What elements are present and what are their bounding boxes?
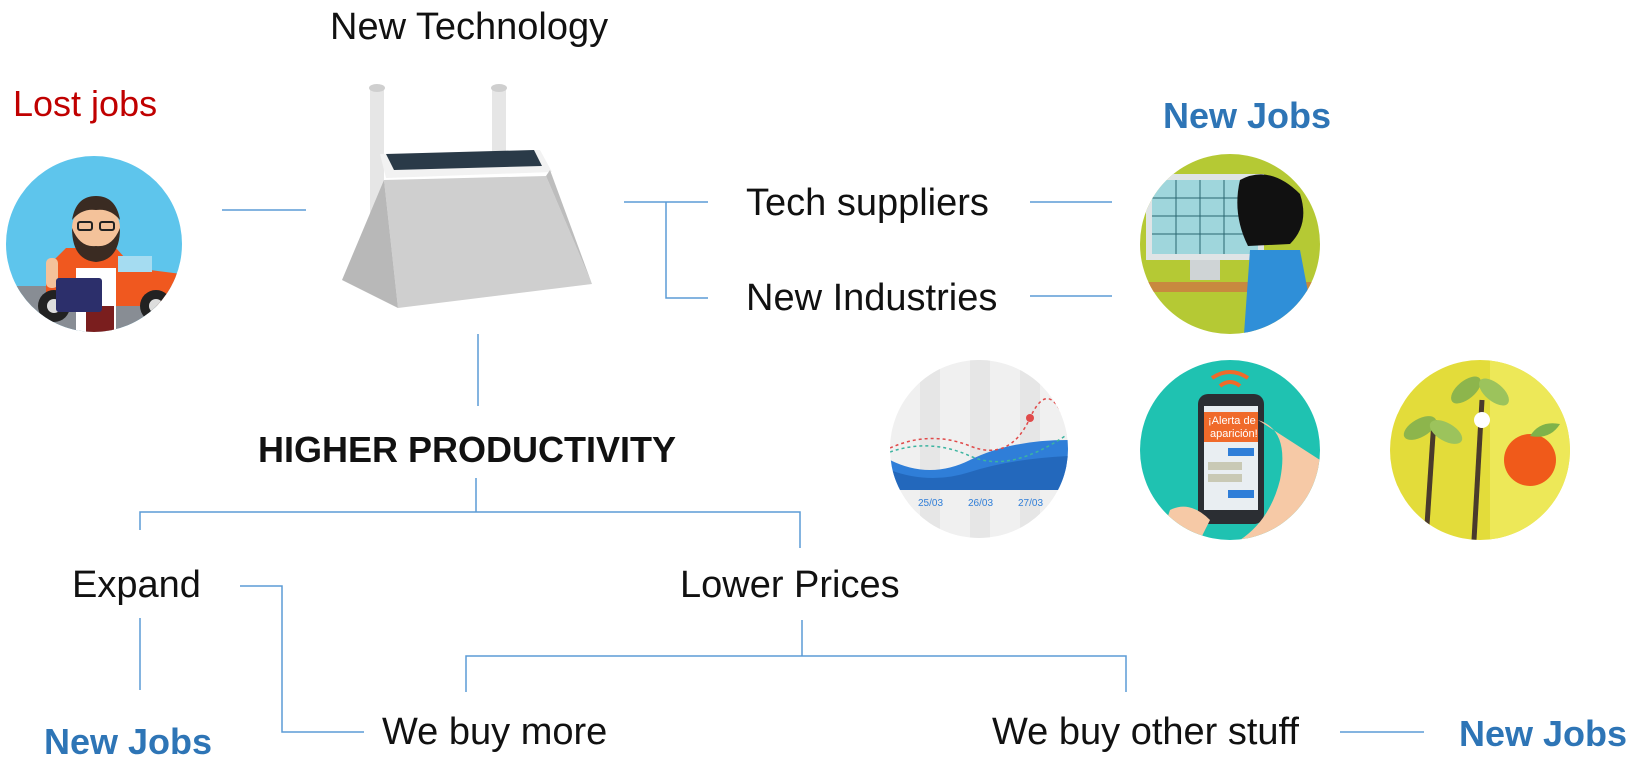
connector-tech-vertical xyxy=(665,202,708,299)
chart-date-label: 27/03 xyxy=(1018,498,1043,509)
phone-alert-illustration: ¡Alerta de aparición! xyxy=(1140,360,1320,540)
expand-label: Expand xyxy=(72,564,201,606)
new-industries-label: New Industries xyxy=(746,277,998,319)
connector-productivity-branch xyxy=(139,511,801,548)
new-jobs-label-bottom-left: New Jobs xyxy=(44,721,213,762)
plants-fruit-illustration xyxy=(1390,360,1570,540)
new-technology-machine-illustration xyxy=(336,80,612,320)
we-buy-other-stuff-label: We buy other stuff xyxy=(992,711,1299,753)
new-jobs-label-top: New Jobs xyxy=(1163,95,1332,136)
tech-suppliers-label: Tech suppliers xyxy=(746,182,989,224)
we-buy-more-label: We buy more xyxy=(382,711,608,753)
connector-lower-prices-branch xyxy=(465,655,1127,692)
lower-prices-label: Lower Prices xyxy=(680,564,900,606)
lost-jobs-worker-illustration xyxy=(6,156,182,332)
phone-alert-text-line1: ¡Alerta de xyxy=(1208,415,1256,427)
chart-date-label: 26/03 xyxy=(968,498,993,509)
lost-jobs-label: Lost jobs xyxy=(13,83,158,124)
forecast-chart-illustration: 25/03 26/03 27/03 xyxy=(890,360,1068,538)
higher-productivity-label: HIGHER PRODUCTIVITY xyxy=(258,429,677,470)
new-technology-label: New Technology xyxy=(330,6,609,48)
chart-date-label: 25/03 xyxy=(918,498,943,509)
new-jobs-computer-worker-illustration xyxy=(1140,154,1320,334)
connector-expand-to-buy-more xyxy=(240,585,364,733)
phone-alert-text-line2: aparición! xyxy=(1210,428,1258,440)
new-jobs-label-bottom-right: New Jobs xyxy=(1459,713,1628,754)
